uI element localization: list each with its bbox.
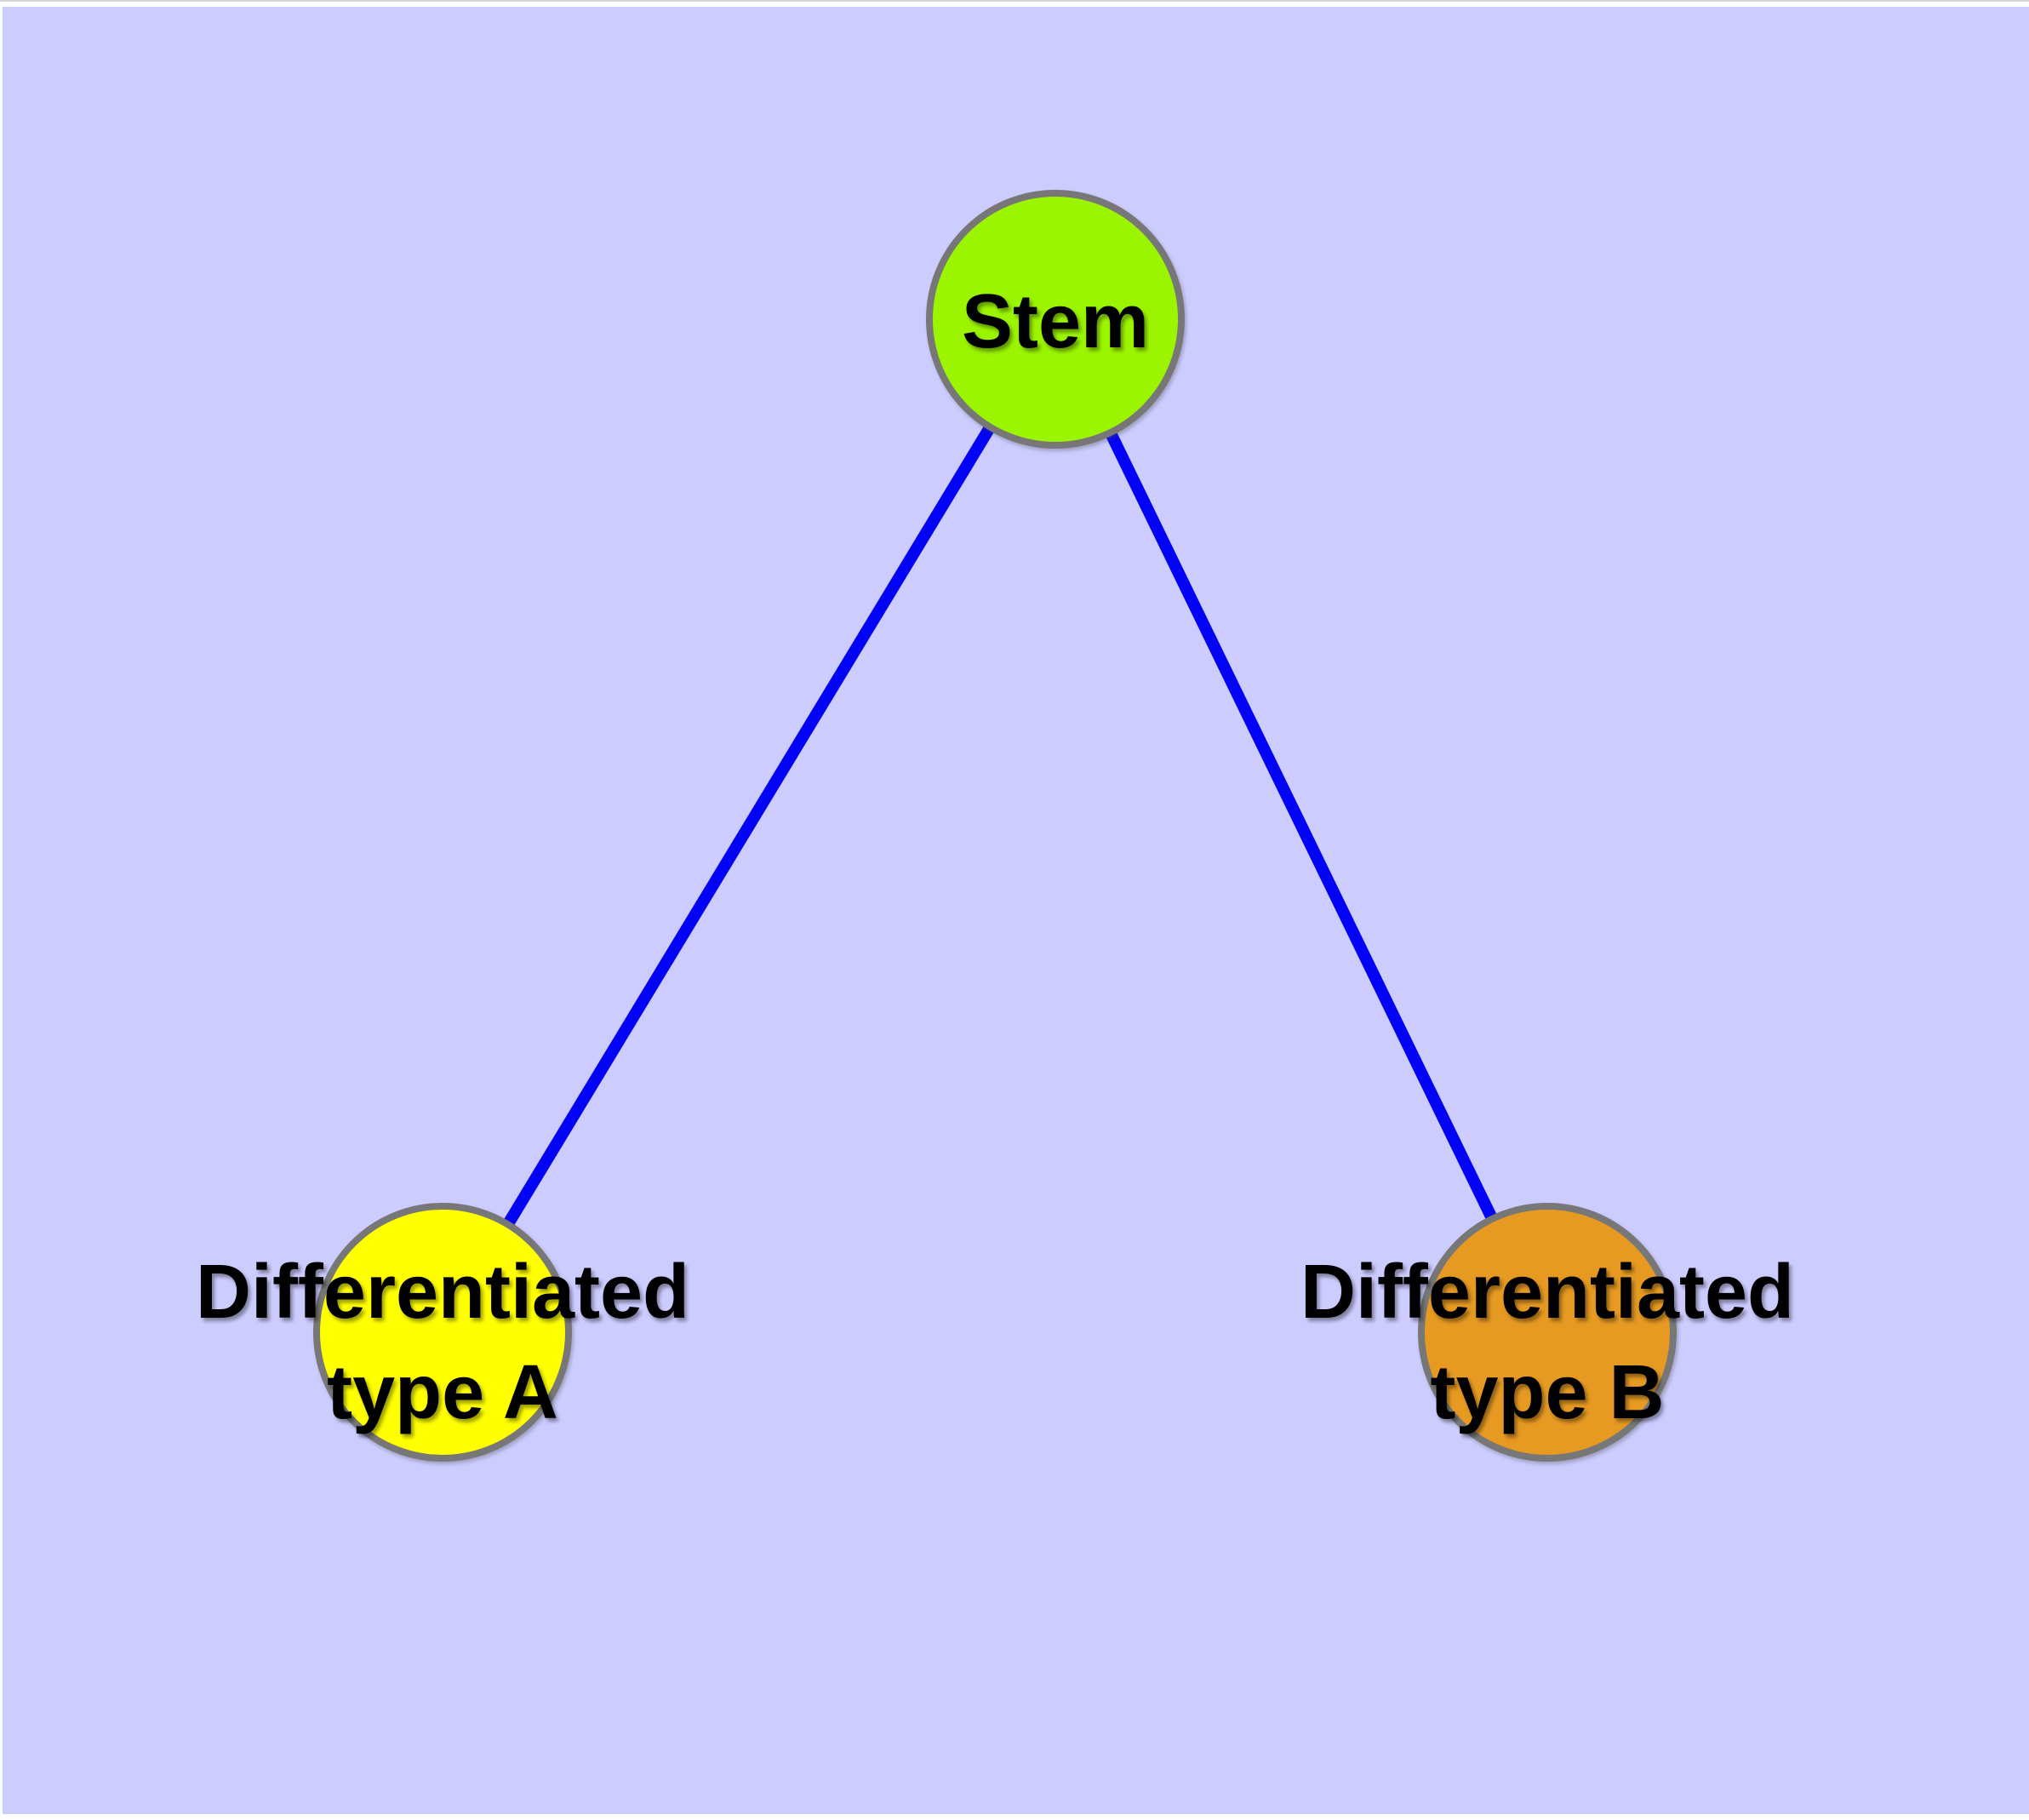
edge-stem-to-type-b	[1049, 316, 1553, 1336]
node-differentiated-type-b[interactable]	[1418, 1203, 1677, 1462]
node-stem[interactable]	[926, 190, 1185, 449]
node-stem-label: Stem	[962, 279, 1149, 364]
node-type-b-label-line-2: type B	[1430, 1350, 1664, 1435]
node-type-a-label-line-1: Differentiated	[196, 1250, 689, 1335]
node-differentiated-type-a[interactable]	[313, 1203, 572, 1462]
edge-stem-to-type-a	[437, 316, 1060, 1336]
node-type-b-label-line-1: Differentiated	[1300, 1250, 1794, 1335]
node-type-a-label-line-2: type A	[327, 1350, 558, 1435]
